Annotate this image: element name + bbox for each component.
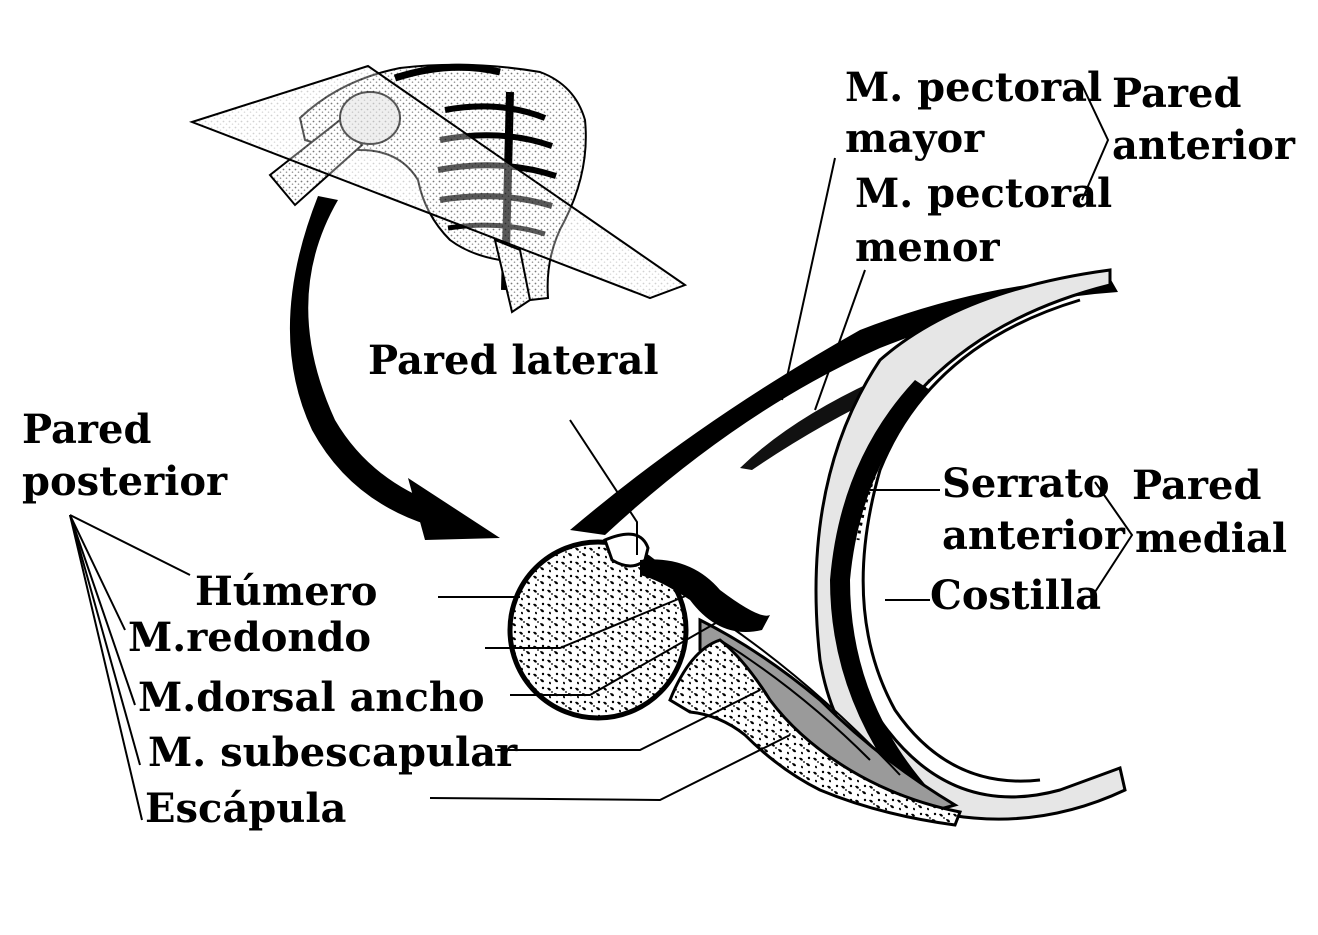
label-pared-medial-2: medial (1135, 515, 1288, 562)
label-pared-posterior-2: posterior (22, 458, 228, 505)
label-pared-lateral: Pared lateral (368, 337, 659, 384)
label-subescapular: M. subescapular (148, 729, 518, 776)
leader-lines (69, 157, 940, 821)
label-escapula: Escápula (145, 785, 347, 832)
label-pectoral-menor-1: M. pectoral (855, 170, 1113, 217)
label-pectoral-mayor-2: mayor (845, 115, 985, 162)
brace-anterior (1081, 84, 1110, 201)
label-redondo: M.redondo (128, 614, 372, 661)
label-serrato-2: anterior (942, 512, 1125, 559)
brace-medial (1094, 481, 1134, 593)
label-humero: Húmero (195, 568, 378, 615)
medial-wall-rib (814, 268, 1127, 821)
label-pared-medial-1: Pared (1132, 462, 1262, 509)
label-serrato-1: Serrato (942, 460, 1110, 507)
scapula-cross-section (668, 638, 963, 827)
label-pectoral-menor-2: menor (855, 224, 1000, 271)
transverse-section-plane-icon (188, 64, 688, 300)
label-pared-anterior-1: Pared (1112, 70, 1242, 117)
label-costilla: Costilla (930, 572, 1102, 619)
label-pectoral-mayor-1: M. pectoral (845, 64, 1103, 111)
label-pared-anterior-2: anterior (1112, 122, 1295, 169)
label-pared-posterior-1: Pared (22, 406, 152, 453)
label-dorsal-ancho: M.dorsal ancho (138, 674, 485, 721)
humerus-cross-section (507, 532, 689, 721)
curved-arrow-icon (289, 196, 500, 540)
